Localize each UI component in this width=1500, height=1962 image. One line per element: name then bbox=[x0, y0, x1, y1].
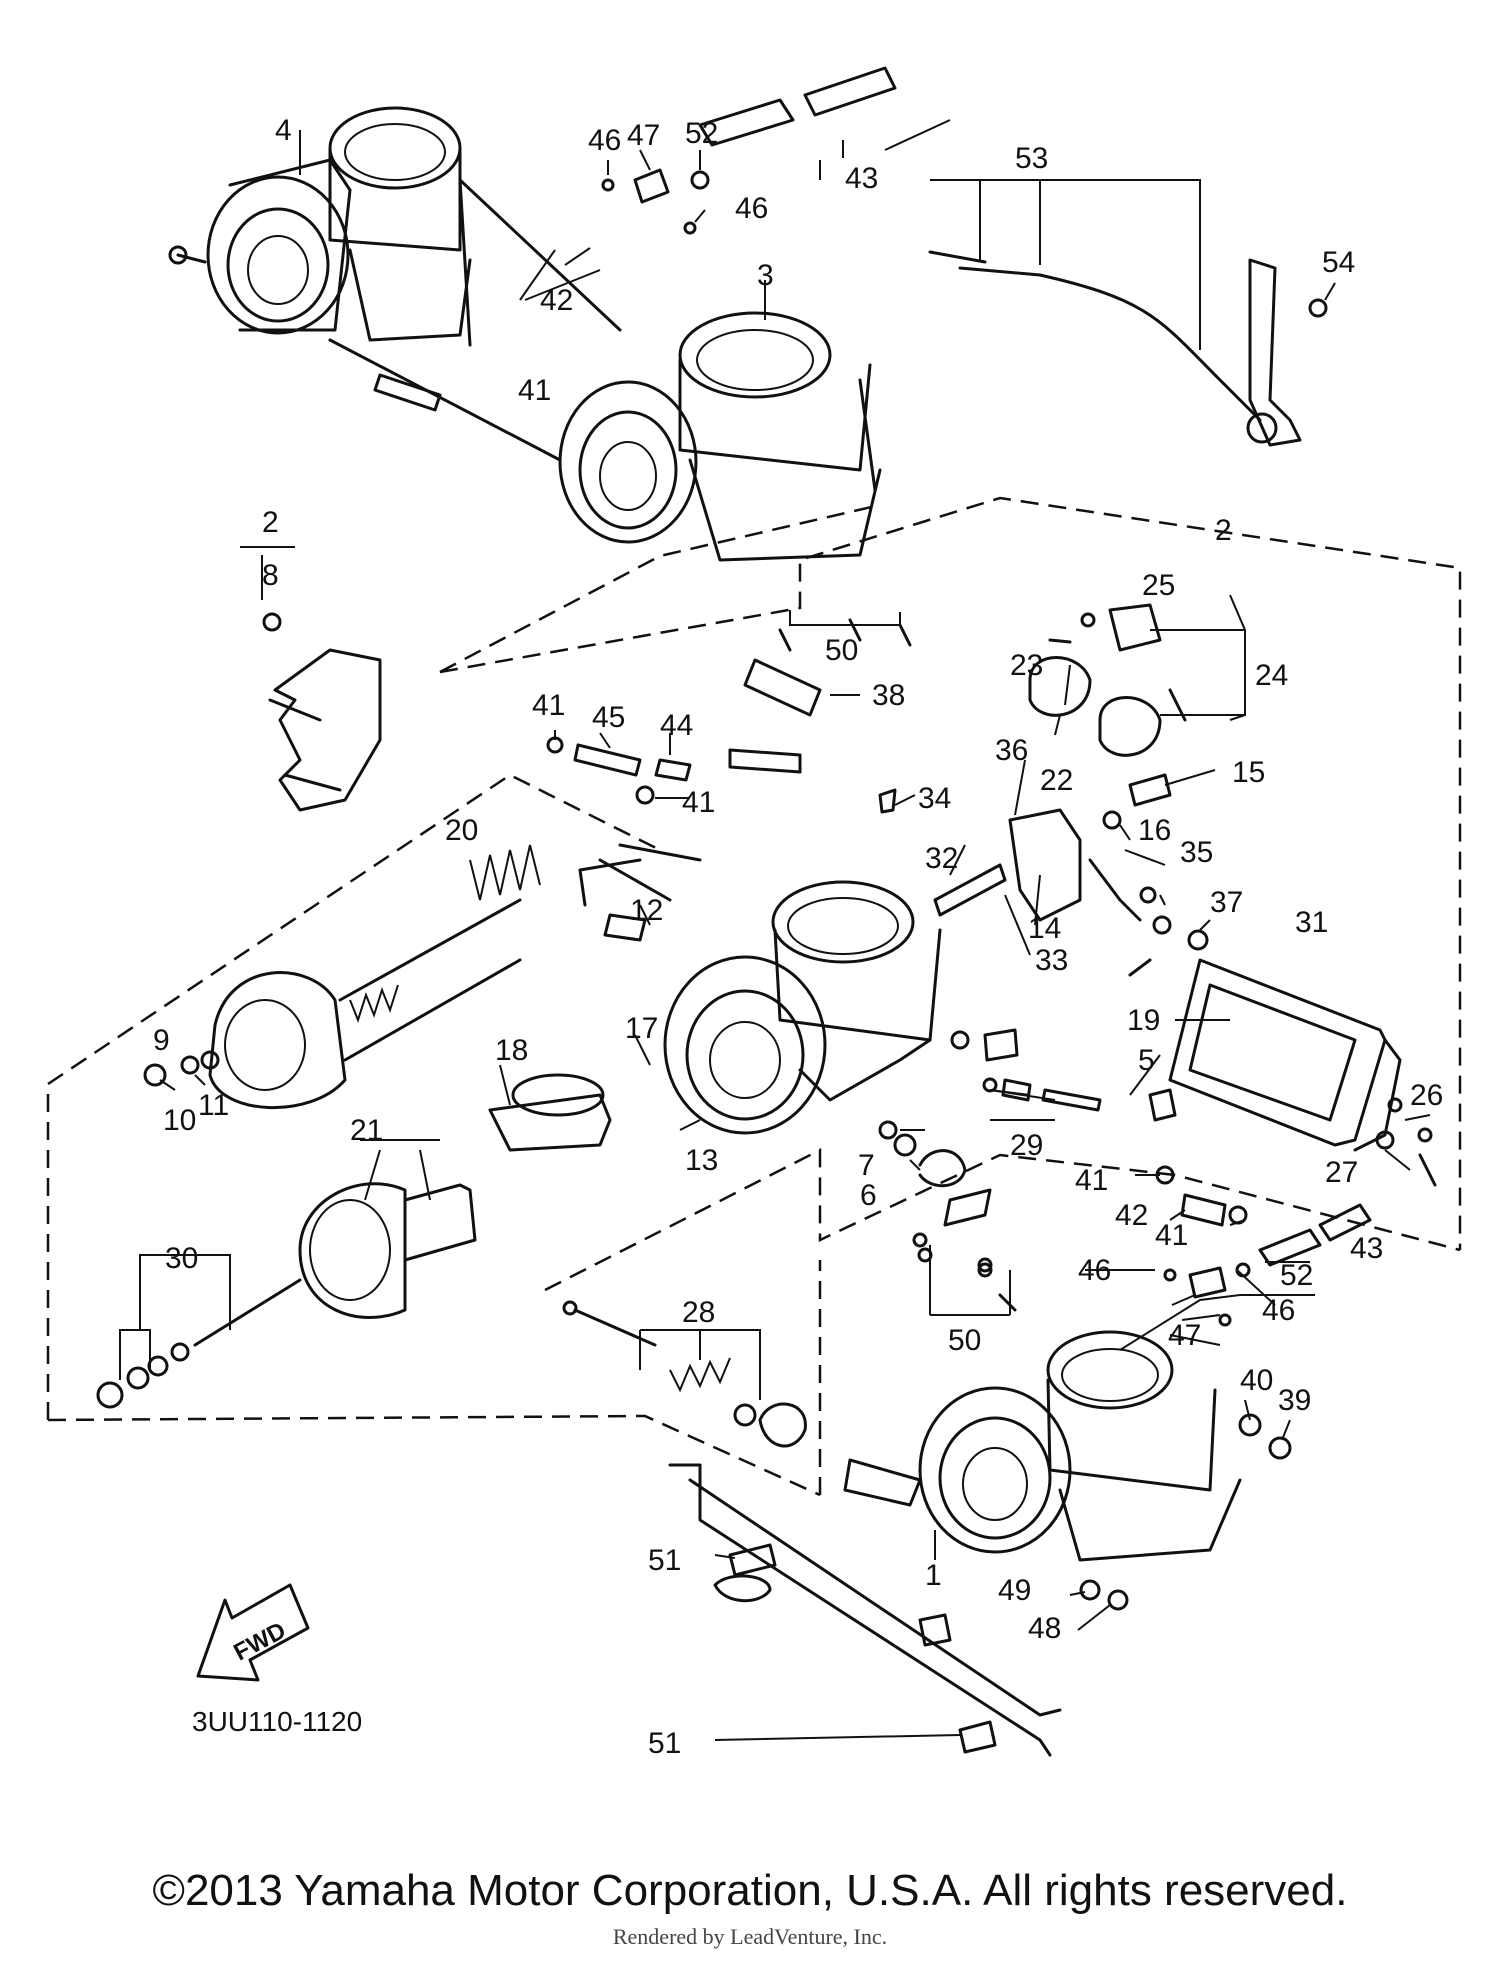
diaphragm-cover-group bbox=[96, 844, 612, 1409]
callout-53: 53 bbox=[1015, 142, 1048, 175]
callout-20: 20 bbox=[445, 814, 478, 847]
callout-46-right2: 46 bbox=[1262, 1294, 1295, 1327]
callout-47-right: 47 bbox=[1168, 1319, 1201, 1352]
carburetor-4 bbox=[168, 106, 472, 342]
callout-37: 37 bbox=[1210, 886, 1243, 919]
callout-27: 27 bbox=[1325, 1156, 1358, 1189]
callout-42-top: 42 bbox=[540, 284, 573, 317]
boundary-carb-3-group bbox=[439, 496, 1462, 1250]
callout-9: 9 bbox=[153, 1024, 170, 1057]
callout-41-top: 41 bbox=[518, 374, 551, 407]
callout-52-top: 52 bbox=[685, 117, 718, 150]
callout-5: 5 bbox=[1138, 1044, 1155, 1077]
drawing-code: 3UU110-1120 bbox=[192, 1706, 363, 1737]
boundary-carb-2-top bbox=[439, 503, 881, 674]
linkage-bar-51 bbox=[668, 1463, 1062, 1757]
callout-50-top: 50 bbox=[825, 634, 858, 667]
callout-26: 26 bbox=[1410, 1079, 1443, 1112]
carburetor-1 bbox=[843, 1330, 1292, 1611]
fuel-pipe-top bbox=[601, 66, 897, 235]
callout-22: 22 bbox=[1040, 764, 1073, 797]
callout-28: 28 bbox=[682, 1296, 715, 1329]
callout-48: 48 bbox=[1028, 1612, 1061, 1645]
callout-31: 31 bbox=[1295, 906, 1328, 939]
callout-51-lower: 51 bbox=[648, 1727, 681, 1760]
boundary-left-bottom bbox=[47, 1414, 821, 1497]
callout-33: 33 bbox=[1035, 944, 1068, 977]
callout-15: 15 bbox=[1232, 756, 1265, 789]
callout-19: 19 bbox=[1127, 1004, 1160, 1037]
callout-50-lower: 50 bbox=[948, 1324, 981, 1357]
callout-10: 10 bbox=[163, 1104, 196, 1137]
boundary-left-group bbox=[46, 773, 661, 1420]
callout-46-right: 46 bbox=[1078, 1254, 1111, 1287]
callout-16: 16 bbox=[1138, 814, 1171, 847]
callout-39: 39 bbox=[1278, 1384, 1311, 1417]
callout-labels: 4 46 47 52 43 53 46 54 3 42 41 2 2 8 25 … bbox=[153, 114, 1443, 1760]
bracket-8 bbox=[262, 612, 382, 812]
callout-38: 38 bbox=[872, 679, 905, 712]
callout-2-upper: 2 bbox=[1215, 514, 1232, 547]
callout-34: 34 bbox=[918, 782, 951, 815]
rendered-by-credit: Rendered by LeadVenture, Inc. bbox=[612, 1924, 888, 1949]
callout-46-top2: 46 bbox=[735, 192, 768, 225]
callout-1: 1 bbox=[925, 1559, 942, 1592]
callout-45: 45 bbox=[592, 701, 625, 734]
joint-parts-41-45-44 bbox=[546, 736, 802, 805]
callout-41-mid: 41 bbox=[532, 689, 565, 722]
leader-lines bbox=[119, 119, 1431, 1741]
callout-21: 21 bbox=[350, 1114, 383, 1147]
throttle-spring-parts bbox=[878, 1120, 1017, 1312]
callout-30: 30 bbox=[165, 1242, 198, 1275]
callout-43-right: 43 bbox=[1350, 1232, 1383, 1265]
callout-41-right: 41 bbox=[1075, 1164, 1108, 1197]
callout-32: 32 bbox=[925, 842, 958, 875]
callout-51-upper: 51 bbox=[648, 1544, 681, 1577]
carburetor-3 bbox=[558, 311, 882, 562]
callout-6: 6 bbox=[860, 1179, 877, 1212]
callout-24: 24 bbox=[1255, 659, 1288, 692]
boundary-lower-group bbox=[544, 1147, 1461, 1292]
callout-23: 23 bbox=[1010, 649, 1043, 682]
callout-14: 14 bbox=[1028, 912, 1061, 945]
callout-44: 44 bbox=[660, 709, 693, 742]
callout-35: 35 bbox=[1180, 836, 1213, 869]
choke-parts-cluster bbox=[878, 603, 1209, 977]
callout-47-top: 47 bbox=[627, 119, 660, 152]
callout-12: 12 bbox=[630, 894, 663, 927]
callout-43-top: 43 bbox=[845, 162, 878, 195]
linkage-rods-top bbox=[328, 178, 622, 462]
callout-8: 8 bbox=[262, 559, 279, 592]
carburetor-2 bbox=[578, 843, 942, 1135]
copyright-notice: ©2013 Yamaha Motor Corporation, U.S.A. A… bbox=[152, 1866, 1348, 1915]
callout-36: 36 bbox=[995, 734, 1028, 767]
callout-41-mid2: 41 bbox=[682, 786, 715, 819]
callout-11: 11 bbox=[198, 1089, 229, 1122]
callout-49: 49 bbox=[998, 1574, 1031, 1607]
callout-29: 29 bbox=[1010, 1129, 1043, 1162]
fwd-label: FWD bbox=[229, 1617, 290, 1666]
callout-54: 54 bbox=[1322, 246, 1355, 279]
callout-4: 4 bbox=[275, 114, 292, 147]
callout-7: 7 bbox=[858, 1149, 875, 1182]
callout-25: 25 bbox=[1142, 569, 1175, 602]
callout-46-top: 46 bbox=[588, 124, 621, 157]
callout-42-right: 42 bbox=[1115, 1199, 1148, 1232]
callout-13: 13 bbox=[685, 1144, 718, 1177]
callout-3: 3 bbox=[757, 259, 774, 292]
callout-52-right: 52 bbox=[1280, 1259, 1313, 1292]
callout-41-right2: 41 bbox=[1155, 1219, 1188, 1252]
float-chamber-19 bbox=[1168, 958, 1402, 1152]
callout-2-left: 2 bbox=[262, 506, 279, 539]
pilot-screw-group-28 bbox=[562, 1232, 993, 1448]
callout-17: 17 bbox=[625, 1012, 658, 1045]
throttle-cable-53 bbox=[928, 250, 1328, 447]
joint-hose-38 bbox=[743, 618, 912, 717]
fwd-arrow: FWD bbox=[196, 1583, 310, 1682]
callout-18: 18 bbox=[495, 1034, 528, 1067]
callout-40: 40 bbox=[1240, 1364, 1273, 1397]
